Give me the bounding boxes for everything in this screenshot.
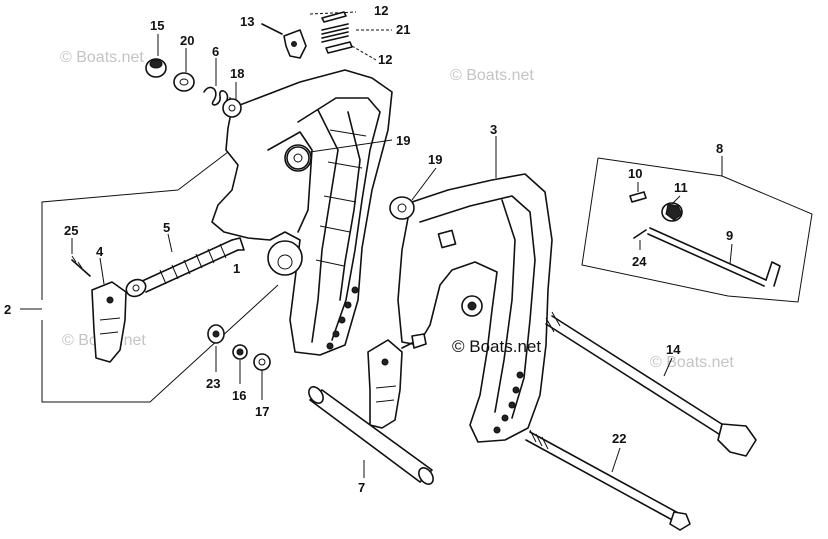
callout-13: 13 xyxy=(240,14,254,29)
callout-12-bottom: 12 xyxy=(378,52,392,67)
callout-22: 22 xyxy=(612,431,626,446)
part-7-tube xyxy=(308,386,434,485)
part-11-knob xyxy=(661,202,683,222)
callout-14: 14 xyxy=(666,342,681,357)
callout-1: 1 xyxy=(233,261,240,276)
callout-20: 20 xyxy=(180,33,194,48)
callout-labels: 15 20 6 18 13 12 21 12 19 19 3 8 10 11 9… xyxy=(4,3,733,495)
part-15-nut xyxy=(145,58,167,78)
callout-15: 15 xyxy=(150,18,164,33)
part-22-bolt xyxy=(525,429,691,531)
part-23-nut xyxy=(207,324,225,344)
leader-lines xyxy=(71,11,733,478)
part-5-clamp-screw xyxy=(125,237,245,298)
callout-8: 8 xyxy=(716,141,723,156)
clamp-right xyxy=(367,333,427,429)
part-10-pin xyxy=(629,191,647,203)
part-24-pin xyxy=(633,229,647,239)
parts-12-21-pins xyxy=(321,11,353,54)
callout-25: 25 xyxy=(64,223,78,238)
callout-7: 7 xyxy=(358,480,365,495)
part-16-washer xyxy=(232,344,248,360)
callout-24: 24 xyxy=(632,254,647,269)
callout-11: 11 xyxy=(674,180,688,195)
part-9-tilt-rod xyxy=(647,227,781,287)
part-25-pin xyxy=(71,255,91,277)
callout-21: 21 xyxy=(396,22,410,37)
part-13-lever xyxy=(261,23,307,59)
part-18-washer xyxy=(222,98,242,118)
watermark-main: © Boats.net xyxy=(452,337,541,356)
callout-17: 17 xyxy=(255,404,269,419)
part-20-washer xyxy=(173,72,195,92)
callout-6: 6 xyxy=(212,44,219,59)
callout-3: 3 xyxy=(490,122,497,137)
part-4-clamp xyxy=(91,281,127,363)
callout-12-top: 12 xyxy=(374,3,388,18)
watermark-top-left: © Boats.net xyxy=(60,49,144,66)
part-3-stern-bracket xyxy=(397,173,553,443)
callout-19-upper: 19 xyxy=(396,133,410,148)
part-14-bolt xyxy=(545,311,757,457)
part-19-washer-b xyxy=(389,196,415,220)
callout-23: 23 xyxy=(206,376,220,391)
callout-5: 5 xyxy=(163,220,170,235)
callout-9: 9 xyxy=(726,228,733,243)
part-19-washer-a xyxy=(286,146,310,170)
callout-19-lower: 19 xyxy=(428,152,442,167)
callout-2: 2 xyxy=(4,302,11,317)
part-17-washer xyxy=(253,353,271,371)
callout-18: 18 xyxy=(230,66,244,81)
group-8-outline xyxy=(581,157,813,303)
callout-10: 10 xyxy=(628,166,642,181)
callout-16: 16 xyxy=(232,388,246,403)
watermark-right: © Boats.net xyxy=(650,354,734,371)
watermark-top-center: © Boats.net xyxy=(450,67,534,84)
callout-4: 4 xyxy=(96,244,104,259)
